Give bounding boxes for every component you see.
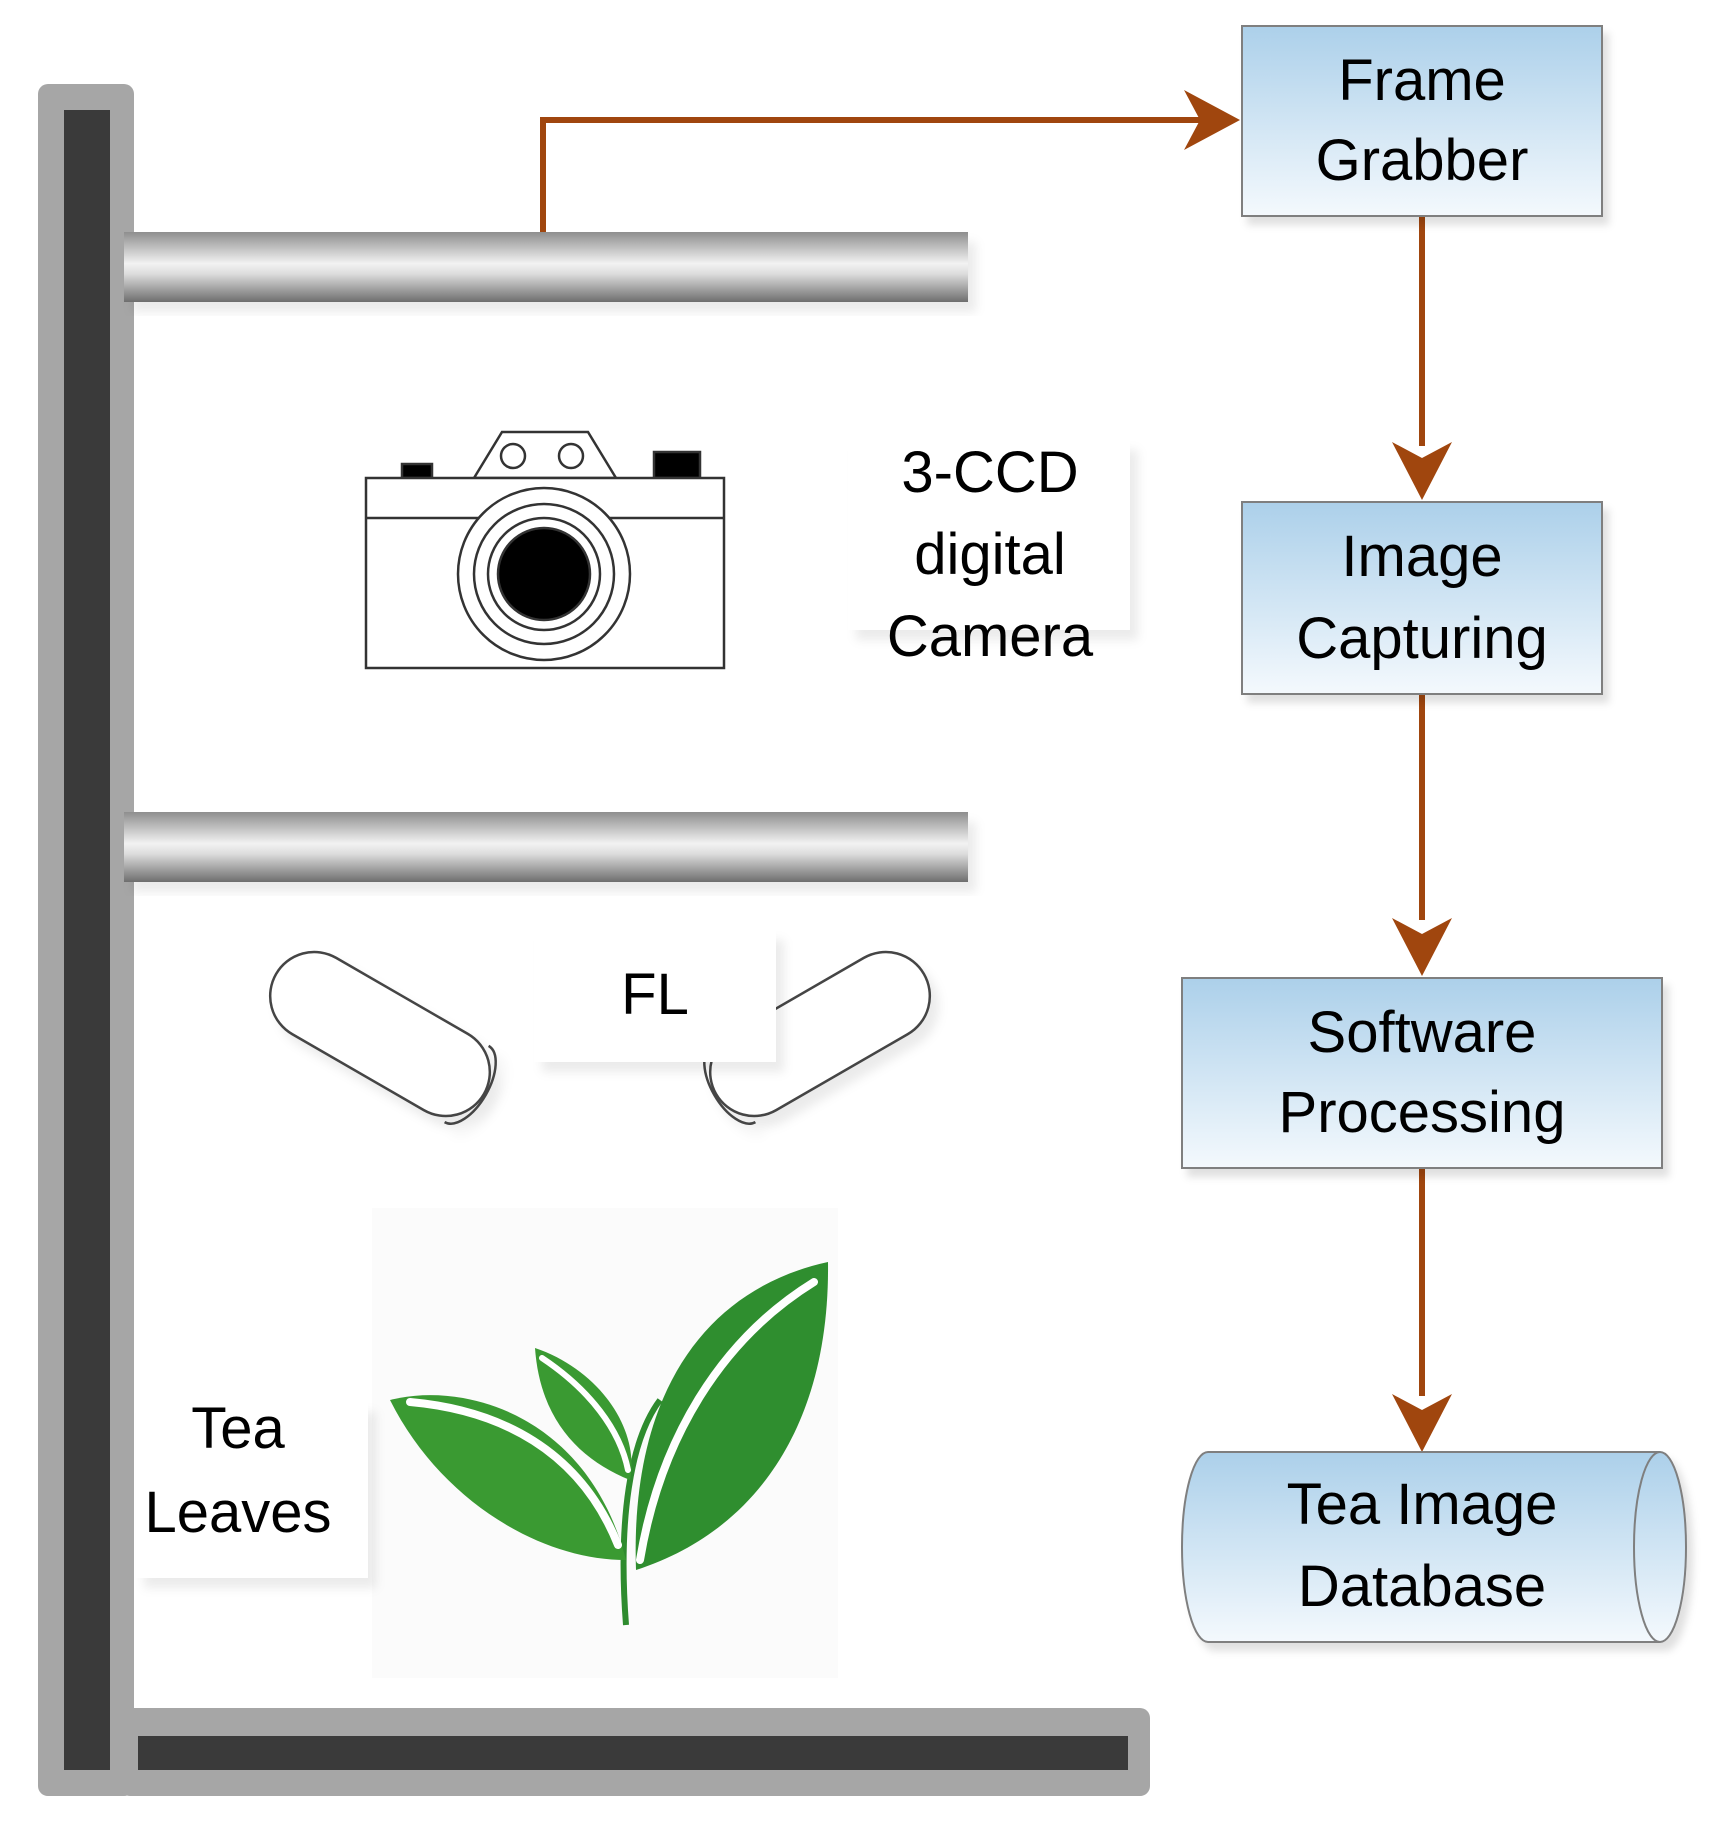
camera-label-line3: Camera	[887, 604, 1094, 669]
software-processing-line2: Processing	[1279, 1080, 1566, 1145]
stand-frame	[38, 84, 1150, 1796]
upper-arm	[124, 232, 968, 302]
lamp-label: FL	[621, 962, 689, 1027]
arrow-heads	[1184, 90, 1452, 1452]
camera-label-background	[848, 440, 1130, 630]
flow-arrows	[540, 117, 1425, 1396]
vertical-post-inner	[64, 110, 110, 1770]
tea-leaf-icon	[390, 1262, 829, 1626]
frame-grabber-line2: Grabber	[1316, 128, 1529, 193]
leaves-label-line1: Tea	[191, 1396, 285, 1461]
image-capturing-box: Image Capturing	[1241, 501, 1603, 695]
arrow-to-frame-grabber	[540, 117, 1200, 232]
camera-icon	[364, 430, 726, 670]
fluorescent-lamp-icon	[268, 950, 932, 1125]
software-processing-box: Software Processing	[1181, 977, 1663, 1169]
lamp-label-background	[534, 930, 776, 1062]
base-inner	[138, 1736, 1128, 1770]
tea-image-database-cylinder: Tea Image Database	[1181, 1451, 1687, 1643]
camera-label-line1: 3-CCD	[901, 440, 1078, 505]
image-capturing-line1: Image	[1341, 524, 1502, 589]
frame-grabber-line1: Frame	[1338, 48, 1506, 113]
tea-image-database-line2: Database	[1298, 1554, 1546, 1619]
frame-grabber-box: Frame Grabber	[1241, 25, 1603, 217]
arrowhead-software-processing	[1392, 918, 1452, 976]
leaves-label-background	[136, 1402, 368, 1578]
software-processing-line1: Software	[1308, 1000, 1537, 1065]
middle-arm	[124, 812, 968, 882]
image-capturing-line2: Capturing	[1296, 606, 1547, 671]
arrowhead-database	[1392, 1394, 1452, 1452]
tea-image-database-line1: Tea Image	[1287, 1472, 1558, 1537]
leaves-label-line2: Leaves	[144, 1480, 331, 1545]
arrowhead-frame-grabber	[1184, 90, 1240, 150]
camera-label-line2: digital	[914, 522, 1066, 587]
arrowhead-image-capturing	[1392, 442, 1452, 500]
